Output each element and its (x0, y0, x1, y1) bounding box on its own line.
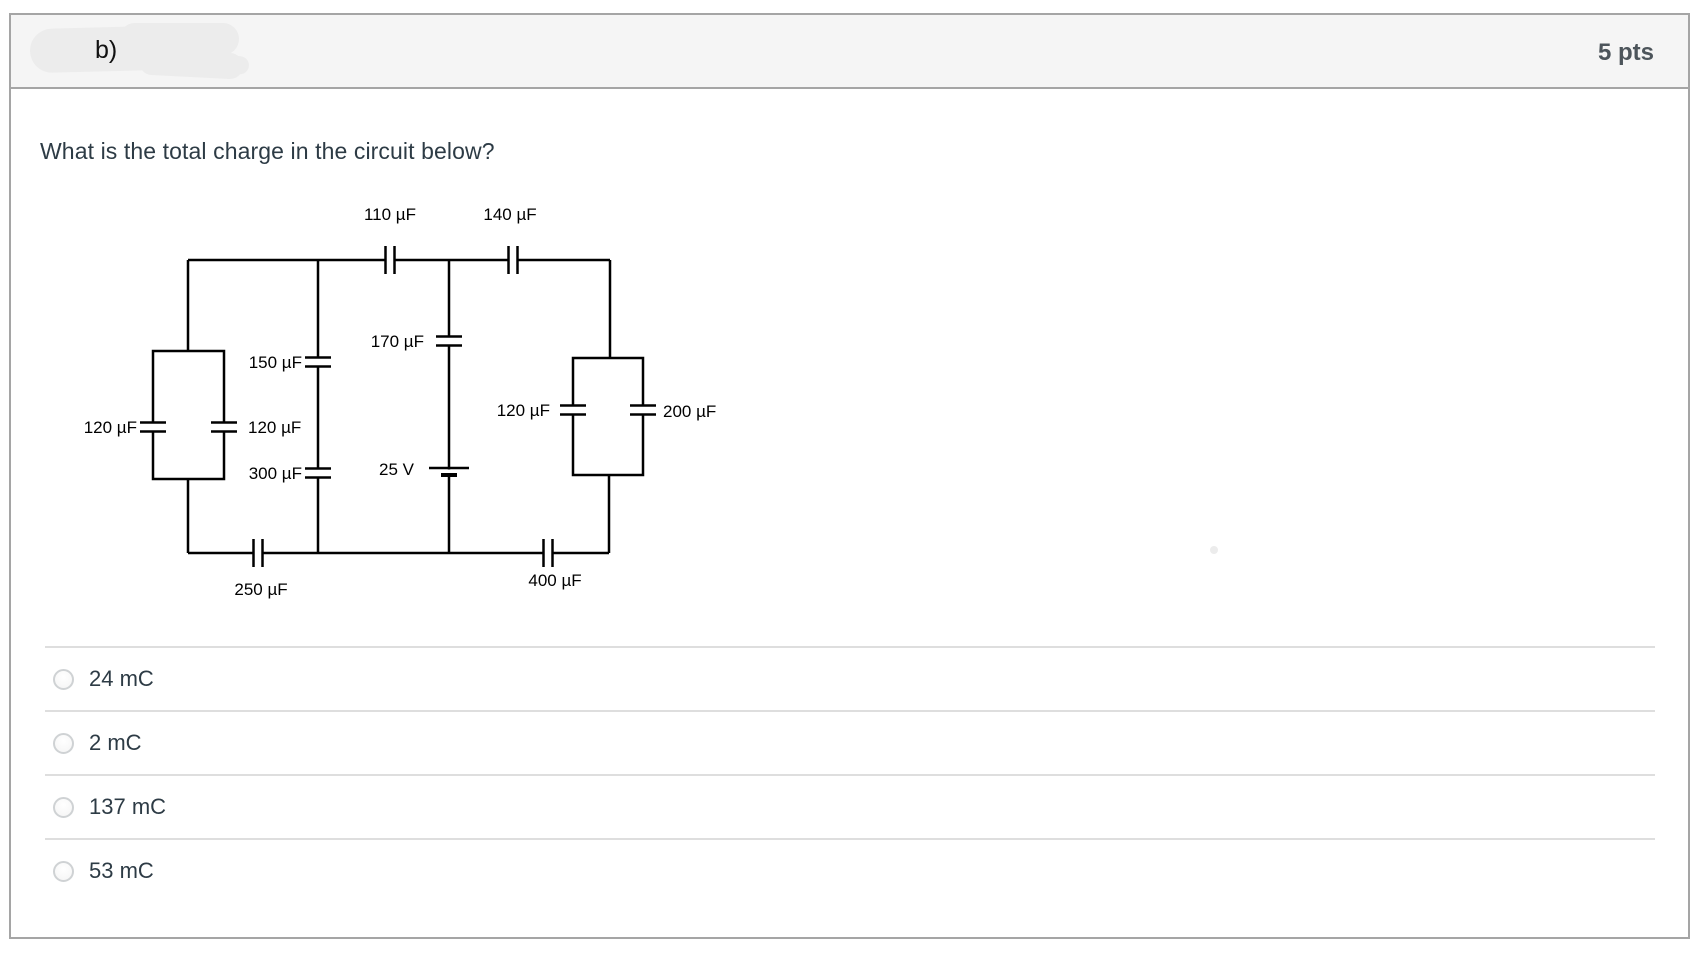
radio-button[interactable] (53, 668, 74, 690)
battery-symbol (429, 466, 469, 477)
capacitor-label-140uf: 140 µF (483, 205, 536, 224)
option-label: 24 mC (89, 666, 154, 691)
capacitor-label-300uf: 300 µF (249, 464, 302, 483)
capacitor-label-120uf-inner: 120 µF (248, 418, 301, 437)
question-card (9, 13, 1690, 939)
wire-gap-masks (150, 257, 646, 556)
radio-button[interactable] (53, 860, 74, 882)
option-label: 2 mC (89, 730, 142, 755)
capacitor-label-120uf-left: 120 µF (84, 418, 137, 437)
answer-option-1[interactable]: 24 mC (45, 646, 1655, 710)
radio-button[interactable] (53, 732, 74, 754)
circuit-wires (186, 258, 612, 555)
question-header: b) 5 pts (11, 15, 1688, 89)
capacitor-label-120uf-rightbox: 120 µF (497, 401, 550, 420)
battery-label-25v: 25 V (379, 460, 415, 479)
capacitor-label-150uf: 150 µF (249, 353, 302, 372)
option-label: 137 mC (89, 794, 167, 819)
points-badge: 5 pts (1597, 39, 1654, 66)
circuit-schematic: 110 µF 140 µF 170 µF 150 µF 120 µF 300 µ… (84, 205, 717, 599)
right-parallel-loop (571, 356, 645, 477)
capacitor-plates (140, 246, 656, 567)
capacitor-label-110uf: 110 µF (364, 205, 416, 224)
answer-option-3[interactable]: 137 mC (45, 774, 1655, 838)
capacitor-label-200uf: 200 µF (663, 402, 716, 421)
radio-button[interactable] (53, 796, 74, 818)
option-label: 53 mC (89, 858, 154, 883)
question-number-label: b) (95, 36, 118, 64)
answer-option-4[interactable]: 53 mC (45, 838, 1655, 902)
left-parallel-loop (151, 349, 226, 481)
answer-option-2[interactable]: 2 mC (45, 710, 1655, 774)
stray-dot-artifact (1210, 546, 1218, 554)
capacitor-label-170uf: 170 µF (371, 332, 424, 351)
answer-options: 24 mC 2 mC 137 mC 53 mC (45, 646, 1655, 902)
capacitor-label-250uf: 250 µF (234, 580, 287, 599)
question-text: What is the total charge in the circuit … (40, 138, 495, 164)
capacitor-label-400uf: 400 µF (528, 571, 581, 590)
circuit-diagram: 110 µF 140 µF 170 µF 150 µF 120 µF 300 µ… (40, 192, 740, 612)
